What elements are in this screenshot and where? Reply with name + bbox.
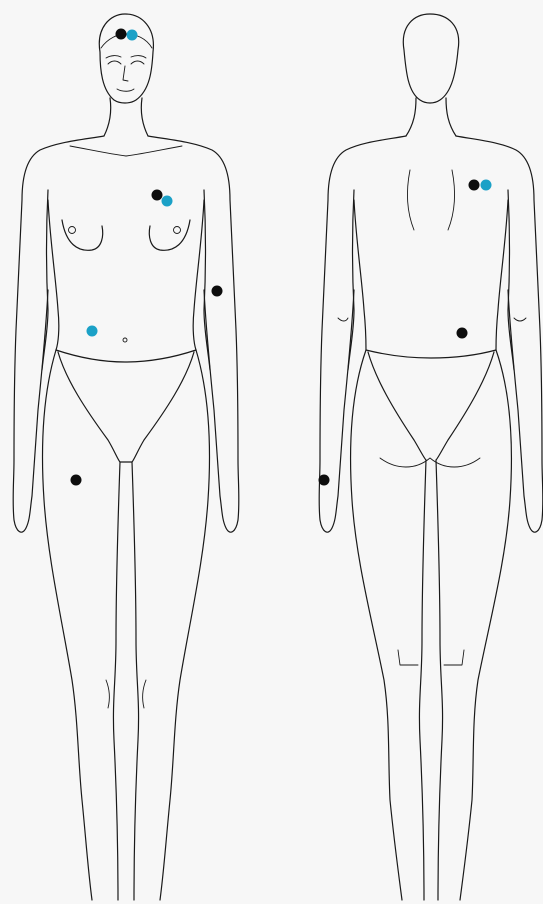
front-leg-right-inner (132, 462, 139, 900)
marker-back-right-lower-back-black (457, 328, 468, 339)
marker-back-left-wrist-black (319, 475, 330, 486)
back-body-outline-left (319, 136, 406, 532)
front-left-knee (106, 680, 109, 708)
front-left-eye (108, 61, 121, 64)
front-leg-left-inner (113, 462, 120, 900)
front-torso-right (193, 200, 204, 350)
front-leg-left-outer (43, 350, 93, 900)
marker-front-forehead-blue (127, 30, 138, 41)
marker-back-right-upper-back-blue (481, 180, 492, 191)
front-right-breast (149, 220, 190, 250)
front-view-figure (13, 14, 239, 900)
back-right-scapula (448, 170, 455, 230)
front-neck-left (104, 98, 111, 136)
front-left-breast (62, 220, 103, 250)
back-inner-arm-right (508, 190, 514, 370)
back-briefs-left (368, 352, 426, 460)
markers-layer (71, 29, 492, 486)
front-hairline (101, 34, 152, 48)
front-right-eye (131, 61, 144, 64)
front-right-knee (143, 680, 146, 708)
front-left-brow (106, 56, 121, 58)
front-navel (123, 338, 127, 342)
back-head-outline (403, 14, 458, 103)
back-briefs-right (436, 352, 494, 460)
back-torso-left (354, 200, 366, 350)
back-neck-right (446, 98, 456, 136)
marker-front-left-upper-arm-black (212, 286, 223, 297)
back-left-elbow (338, 318, 348, 321)
back-leg-right-outer (460, 350, 511, 900)
back-leg-right-inner (436, 460, 443, 900)
front-briefs-right (132, 352, 194, 462)
back-right-knee (444, 650, 464, 665)
back-leg-left-outer (351, 350, 402, 900)
front-right-brow (131, 56, 146, 58)
front-mouth (117, 89, 134, 91)
marker-front-right-thigh-black (71, 475, 82, 486)
front-leg-right-outer (160, 350, 210, 900)
back-left-scapula (407, 170, 414, 230)
front-inner-arm-right (204, 190, 210, 370)
back-gluteal-fold (380, 458, 480, 467)
marker-front-forehead-black (116, 29, 127, 40)
back-neck-left (406, 98, 416, 136)
back-left-knee (398, 650, 418, 665)
front-torso-left (48, 200, 59, 350)
marker-front-right-lower-abdomen-blue (87, 326, 98, 337)
back-briefs-waistband (366, 350, 496, 358)
front-briefs-waistband (56, 350, 196, 362)
marker-front-left-upper-chest-black (152, 190, 163, 201)
back-view-figure (319, 14, 543, 900)
back-body-outline-right (456, 136, 543, 532)
front-neck-right (141, 98, 148, 136)
front-briefs-left (58, 352, 120, 462)
front-head-outline (99, 14, 153, 103)
marker-back-right-upper-back-black (469, 180, 480, 191)
back-inner-arm-left (348, 190, 354, 370)
front-clavicle (70, 146, 182, 156)
back-right-elbow (514, 318, 526, 321)
front-nose (123, 66, 128, 81)
marker-front-left-upper-chest-blue (162, 196, 173, 207)
back-leg-left-inner (419, 460, 426, 900)
front-inner-arm-left (42, 190, 48, 370)
back-torso-right (496, 200, 508, 350)
front-left-nipple (69, 227, 76, 234)
front-right-nipple (174, 227, 181, 234)
